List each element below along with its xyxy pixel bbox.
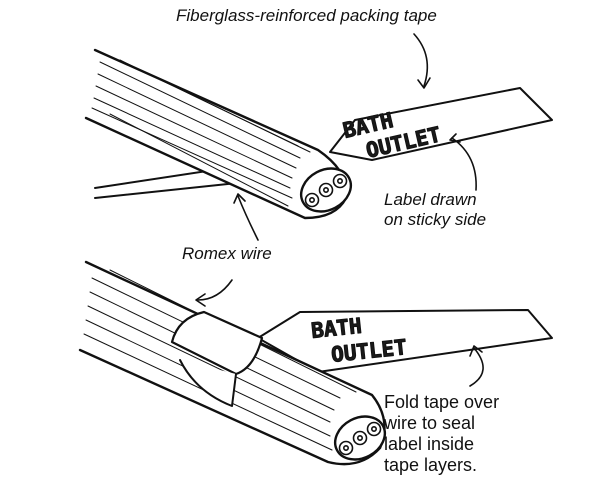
note-fold-tape-line2: wire to seal bbox=[384, 413, 476, 434]
note-fold-tape-line3: label inside bbox=[384, 434, 475, 455]
callout-label-sticky-side-line1: Label drawn bbox=[384, 190, 477, 209]
bottom-cable-assembly: BATH OUTLET bbox=[78, 260, 553, 466]
bottom-tape-label-line1: BATH bbox=[310, 314, 363, 343]
callout-label-sticky-side-line2: on sticky side bbox=[384, 210, 487, 230]
callout-label-sticky-side: Label drawn on sticky side bbox=[384, 190, 486, 230]
note-fold-tape-line4: tape layers. bbox=[384, 455, 478, 476]
arrow-fold bbox=[469, 347, 484, 387]
arrow-tape bbox=[413, 33, 429, 87]
bottom-conductors bbox=[338, 421, 382, 456]
leader-arrows bbox=[195, 33, 484, 387]
top-cable-hatching bbox=[91, 59, 311, 207]
callout-romex-wire: Romex wire bbox=[182, 244, 272, 263]
arrow-romex-bottom bbox=[197, 279, 233, 301]
note-fold-tape: Fold tape over wire to seal label inside… bbox=[384, 392, 499, 476]
callout-packing-tape: Fiberglass-reinforced packing tape bbox=[176, 6, 437, 25]
arrow-romex-top bbox=[237, 195, 259, 241]
bottom-tape-wrap bbox=[170, 310, 264, 376]
top-conductors bbox=[304, 173, 348, 208]
arrow-label-side bbox=[451, 137, 477, 191]
note-fold-tape-line1: Fold tape over bbox=[384, 392, 500, 412]
top-tape-strip bbox=[329, 87, 553, 161]
